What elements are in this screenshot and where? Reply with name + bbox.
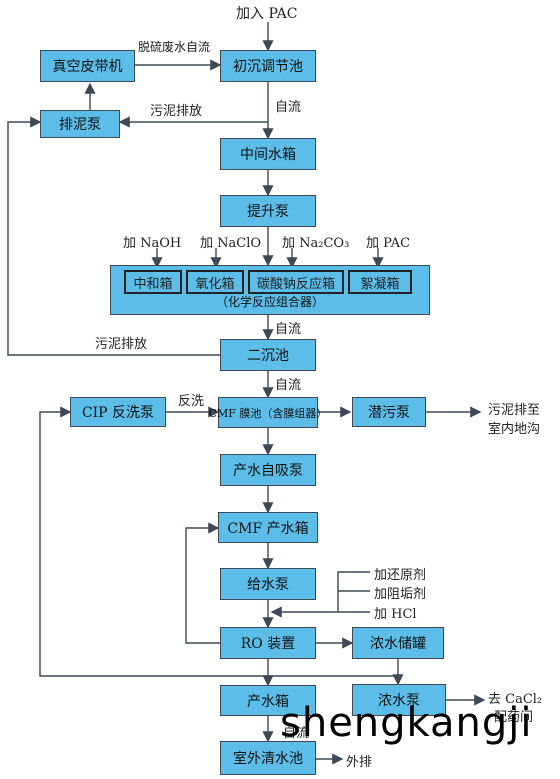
second-settling-box: 二沉池 [220,339,316,371]
concentrate-pump-box: 浓水泵 [352,684,446,716]
dosing-room-label: 配药间 [494,710,534,725]
sludge-discharge-label-1: 污泥排放 [150,104,203,119]
cmf-product-tank-box: CMF 产水箱 [218,512,318,543]
mid-tank-box: 中间水箱 [220,138,316,170]
combo-caption: （化学反应组合器） [215,295,324,309]
product-tank-box: 产水箱 [220,685,316,716]
cmf-membrane-tank-box: CMF 膜池（含膜组器） [209,397,327,428]
initial-settling-box: 初沉调节池 [220,50,316,82]
sludge-out-label-1: 污泥排至 [488,403,541,418]
oxidation-box: 氧化箱 [186,270,244,294]
add-pac-label: 加 PAC [366,236,411,251]
cip-backwash-pump-box: CIP 反洗泵 [70,397,166,427]
ro-unit-box: RO 装置 [220,627,316,659]
gravity-label-3: 自流 [275,378,302,393]
add-pac-top-label: 加入 PAC [236,6,298,22]
gravity-label-1: 自流 [275,100,302,115]
submersible-pump-box: 潜污泵 [352,397,426,427]
add-na2co3-label: 加 Na₂CO₃ [282,236,350,251]
flocculation-box: 絮凝箱 [348,270,412,294]
add-naclo-label: 加 NaClO [200,236,262,251]
neutralization-box: 中和箱 [124,270,182,294]
sludge-out-label-2: 室内地沟 [488,422,541,437]
sludge-pump-box: 排泥泵 [40,110,120,138]
outdoor-clear-water-pool-box: 室外清水池 [220,741,316,775]
gravity-label-2: 自流 [275,322,302,337]
concentrate-tank-box: 浓水储罐 [352,627,444,659]
discharge-label: 外排 [346,755,373,770]
add-hcl-label: 加 HCl [374,607,417,622]
add-antiscalant-label: 加阻垢剂 [374,587,427,602]
to-cacl2-label: 去 CaCl₂ [488,692,543,707]
feed-pump-box: 给水泵 [220,568,316,600]
vacuum-belt-box: 真空皮带机 [40,50,135,82]
add-reductant-label: 加还原剂 [374,568,427,583]
carbonate-reaction-box: 碳酸钠反应箱 [248,270,344,294]
gravity-label-4: 自流 [283,726,310,741]
watermark-text: shengkangji [280,700,533,746]
sludge-discharge-label-2: 污泥排放 [95,337,148,352]
lift-pump-box: 提升泵 [220,195,316,227]
desulf-flow-label: 脱硫废水自流 [138,40,211,54]
add-naoh-label: 加 NaOH [123,236,182,251]
backwash-label: 反洗 [178,394,205,409]
product-self-priming-pump-box: 产水自吸泵 [220,454,316,486]
